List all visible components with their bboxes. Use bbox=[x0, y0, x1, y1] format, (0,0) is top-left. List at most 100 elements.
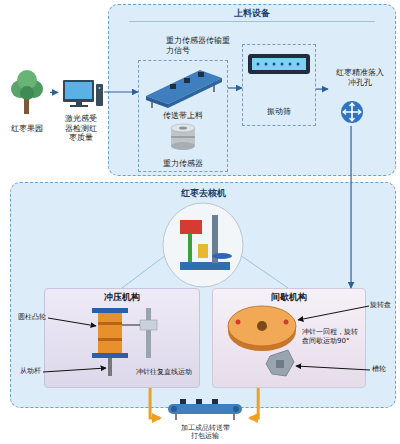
cam-mechanism bbox=[92, 308, 128, 313]
signal-note: 重力传感器传输重 力信号 bbox=[166, 36, 234, 56]
leader-line bbox=[43, 306, 370, 372]
screen-box: 振动筛 bbox=[242, 44, 316, 126]
vibrating-screen bbox=[297, 63, 300, 66]
orchard-node: 红枣果园 bbox=[4, 70, 50, 134]
output-conveyor bbox=[212, 399, 218, 404]
coring-machine-picture bbox=[180, 262, 230, 270]
intermittent-mechanism bbox=[276, 360, 284, 368]
cam-mechanism bbox=[108, 358, 112, 376]
output-conveyor bbox=[233, 406, 239, 412]
coring-machine-picture bbox=[212, 253, 232, 259]
flow-arrow bbox=[316, 88, 328, 89]
output-node: 加工成品转送带 打包运输 bbox=[160, 400, 250, 444]
vibrating-screen bbox=[273, 63, 276, 66]
intermittent-mechanism bbox=[284, 320, 289, 325]
motion-note: 冲针往复直线运动 bbox=[136, 368, 198, 377]
output-conveyor bbox=[168, 404, 242, 414]
cam-mechanism bbox=[146, 308, 151, 358]
drop-hole-icon bbox=[344, 104, 360, 120]
flow-arrow bbox=[50, 92, 58, 93]
tree-icon bbox=[25, 80, 43, 98]
drop-hole-icon bbox=[341, 101, 363, 123]
conveyor-belt bbox=[146, 96, 168, 108]
cam-mechanism bbox=[98, 322, 122, 325]
coring-machine-picture bbox=[163, 203, 243, 287]
conveyor-belt bbox=[198, 72, 204, 77]
part-name: 槽轮 bbox=[372, 365, 396, 374]
node-title: 红枣精准落入 冲孔孔 bbox=[328, 68, 392, 87]
computer-icon bbox=[76, 102, 82, 106]
cam-mechanism bbox=[98, 338, 122, 341]
inspection-node: 激光感受 器检测红 枣质量 bbox=[58, 76, 104, 156]
conveyor-belt bbox=[146, 70, 222, 104]
cam-mechanism bbox=[140, 320, 157, 330]
node-title: 红枣果园 bbox=[4, 124, 50, 134]
node-title: 红枣去核机 bbox=[11, 188, 395, 199]
leader-line bbox=[48, 318, 96, 326]
vibrating-screen bbox=[265, 63, 268, 66]
part-name: 圆柱凸轮 bbox=[18, 313, 58, 322]
output-conveyor bbox=[180, 399, 186, 404]
node-title: 上料设备 bbox=[129, 8, 375, 22]
flow-arrow bbox=[104, 91, 138, 92]
tree-icon bbox=[17, 70, 37, 90]
node-title: 冲压机构 bbox=[45, 292, 199, 303]
vibrating-screen bbox=[257, 63, 260, 66]
cam-mechanism bbox=[92, 308, 157, 376]
tree-icon bbox=[11, 80, 29, 98]
drop-hole-icon bbox=[343, 103, 361, 121]
feed-conveyor-box: 传送带上料重力传感器 bbox=[138, 60, 228, 172]
coring-machine-picture bbox=[188, 234, 192, 262]
output-conveyor bbox=[171, 406, 177, 412]
gravity-sensor bbox=[171, 124, 195, 150]
equipment-group: 上料设备传送带上料重力传感器 振动筛 红枣精准落入 冲孔孔 bbox=[108, 4, 396, 176]
part-name: 旋转盘 bbox=[370, 301, 398, 310]
cam-mechanism bbox=[122, 324, 140, 326]
conveyor-belt bbox=[168, 78, 222, 108]
conveyor-belt bbox=[151, 100, 153, 108]
computer-icon bbox=[65, 82, 92, 99]
cam-mechanism bbox=[98, 313, 122, 353]
tree-icon bbox=[20, 86, 34, 100]
computer-icon bbox=[63, 80, 103, 107]
flow-arrow bbox=[250, 388, 258, 418]
conveyor-belt bbox=[184, 78, 190, 83]
computer-icon bbox=[70, 105, 88, 107]
part-name: 从动杆 bbox=[20, 367, 50, 376]
coring-machine-picture bbox=[180, 220, 202, 234]
leader-line bbox=[296, 366, 370, 370]
output-conveyor bbox=[233, 414, 235, 420]
vibrating-screen bbox=[281, 63, 284, 66]
coring-machine-picture bbox=[212, 215, 218, 263]
drop-hole-icon bbox=[341, 101, 363, 123]
drop-node: 红枣精准落入 冲孔孔 bbox=[328, 64, 392, 126]
node-title: 加工成品转送带 打包运输 bbox=[160, 424, 250, 441]
computer-icon bbox=[63, 80, 94, 102]
output-conveyor bbox=[168, 399, 242, 420]
node-title: 振动筛 bbox=[243, 107, 315, 117]
tree-icon bbox=[11, 70, 43, 114]
node-caption: 重力传感器 bbox=[139, 159, 227, 169]
node-title: 传送带上料 bbox=[139, 111, 227, 121]
node-title: 激光感受 器检测红 枣质量 bbox=[58, 114, 104, 143]
leader-line bbox=[43, 368, 106, 372]
conveyor-belt bbox=[146, 70, 222, 108]
vibrating-screen bbox=[252, 58, 306, 70]
vibrating-screen bbox=[289, 63, 292, 66]
conveyor-belt bbox=[170, 84, 176, 89]
connector-guide bbox=[122, 255, 166, 288]
gravity-sensor bbox=[179, 127, 187, 130]
intermittent-mechanism bbox=[236, 320, 241, 325]
cam-mechanism bbox=[92, 353, 128, 358]
gravity-sensor bbox=[171, 128, 195, 146]
intermittent-mechanism bbox=[257, 321, 267, 331]
tree-icon bbox=[24, 96, 29, 114]
flow-arrow bbox=[350, 126, 351, 288]
coring-machine-picture bbox=[198, 244, 208, 258]
flow-arrow bbox=[228, 87, 242, 88]
coring-machine-picture bbox=[163, 203, 243, 287]
gravity-sensor bbox=[171, 124, 195, 132]
conveyor-belt bbox=[213, 80, 215, 92]
